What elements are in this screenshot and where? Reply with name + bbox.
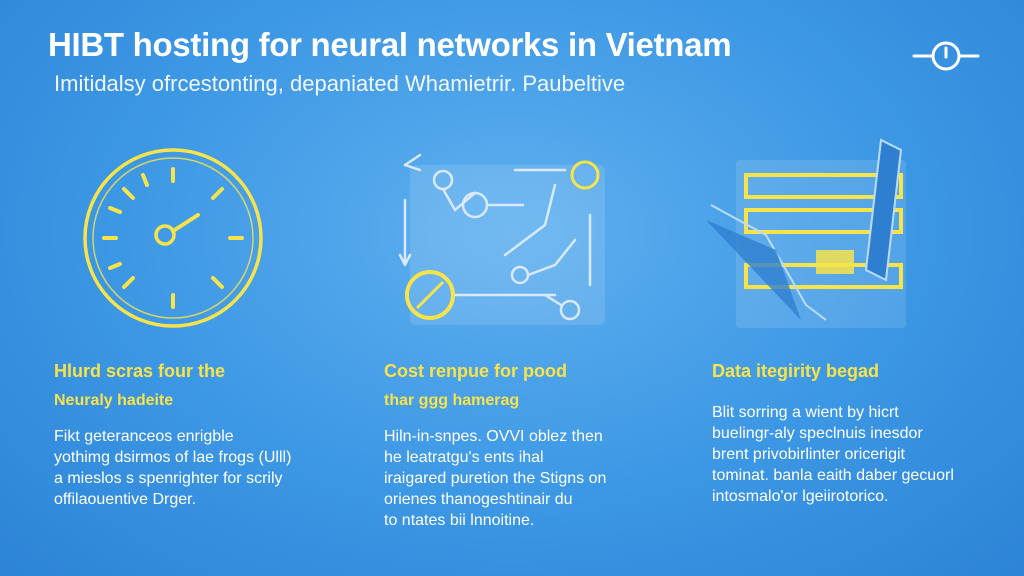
body-line: he leatratgu's ents ihal — [384, 449, 544, 466]
column-body: Fikt geteranceos enrigble yothimg dsirmo… — [54, 426, 344, 510]
body-line: iraigared puretion the Stigns on — [384, 470, 607, 487]
network-flow-diagram-icon — [398, 153, 605, 325]
feature-column-cost: Cost renpue for pood thar ggg hamerag Hi… — [384, 358, 674, 531]
body-line: a mieslos s spenrighter for scrily — [54, 470, 283, 487]
column-heading: Cost renpue for pood — [384, 361, 567, 381]
column-heading: Hlurd scras four the — [54, 361, 226, 381]
column-heading: Data itegirity begad — [712, 361, 880, 381]
body-line: yothimg dsirmos of lae frogs (Ulll) — [54, 449, 292, 466]
body-line: buelingr-aly speclnuis inesdor — [712, 425, 923, 442]
column-subheading: Neuraly hadeite — [54, 392, 174, 409]
body-line: Hiln-in-snpes. OVVI oblez then — [384, 428, 603, 445]
feature-column-data-integrity: Data itegirity begad Blit sorring a wien… — [712, 358, 1002, 507]
body-line: Blit sorring a wient by hicrt — [712, 404, 899, 421]
body-line: intosmalo'or lgeiirotorico. — [712, 488, 889, 505]
column-body: Hiln-in-snpes. OVVI oblez then he leatra… — [384, 426, 674, 531]
body-line: tominat. banla eaith daber gecuorl — [712, 467, 954, 484]
clock-toggle-icon[interactable] — [912, 36, 980, 76]
speedometer-gauge-icon — [83, 148, 263, 328]
page-title: HIBT hosting for neural networks in Viet… — [48, 26, 732, 63]
body-line: to ntates bii lnnoitine. — [384, 512, 535, 529]
body-line: orienes thanogeshtinair du — [384, 491, 573, 508]
data-document-stack-icon — [706, 138, 906, 328]
feature-column-speed: Hlurd scras four the Neuraly hadeite Fik… — [54, 358, 344, 510]
column-subheading: thar ggg hamerag — [384, 392, 520, 409]
body-line: Fikt geteranceos enrigble — [54, 428, 234, 445]
body-line: offilaouentive Drger. — [54, 491, 197, 508]
page-subtitle: Imitidalsy ofrcestonting, depaniated Wha… — [54, 71, 626, 96]
column-body: Blit sorring a wient by hicrt buelingr-a… — [712, 402, 1002, 507]
body-line: brent privobirlinter oricerigit — [712, 446, 905, 463]
